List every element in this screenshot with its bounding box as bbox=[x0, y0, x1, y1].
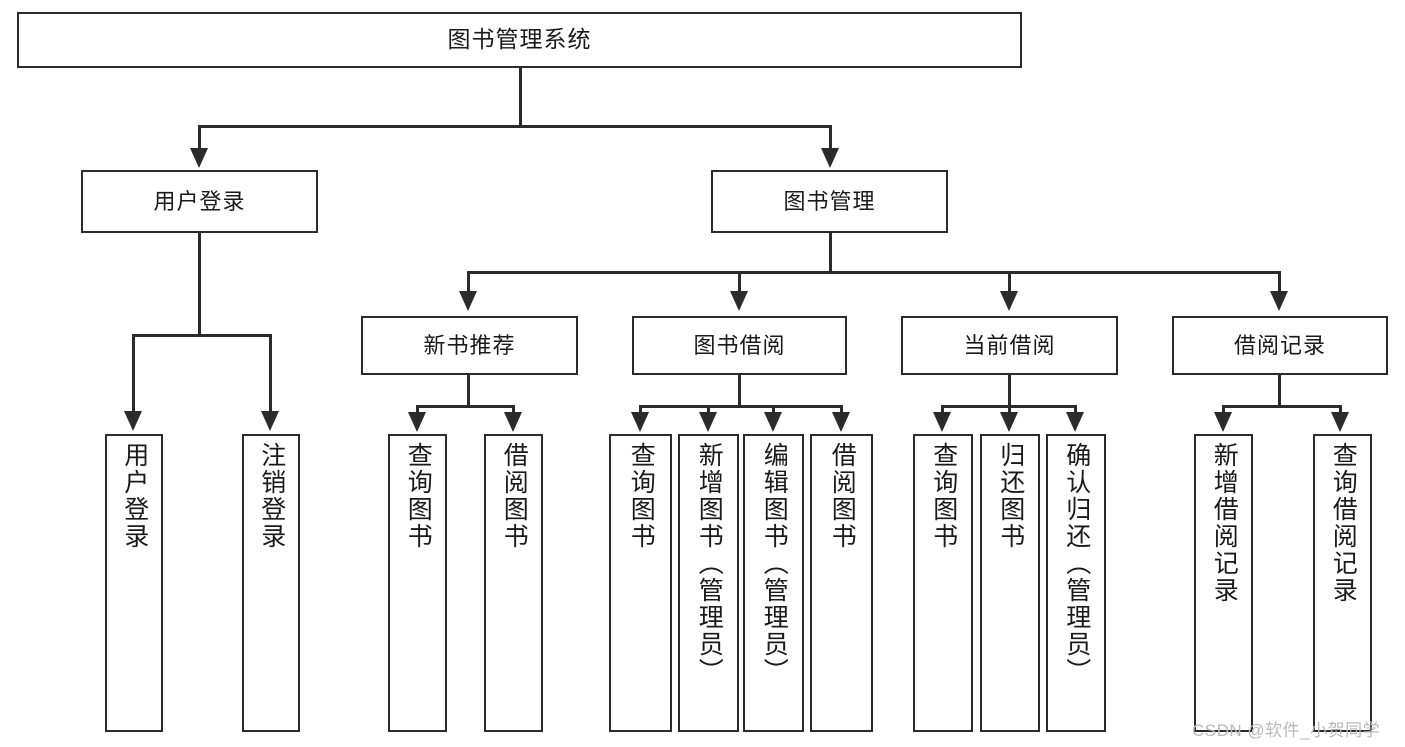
arrowhead-book-borrow bbox=[730, 291, 748, 311]
connector-root-stem bbox=[519, 67, 522, 127]
connector-level2-bus bbox=[198, 125, 832, 128]
node-leaf-borrow-book-1-label: 借阅图书 bbox=[500, 442, 529, 550]
arrowhead-book-manage bbox=[821, 148, 839, 168]
node-leaf-add-record-label: 新增借阅记录 bbox=[1210, 442, 1239, 604]
node-leaf-borrow-book-1[interactable]: 借阅图书 bbox=[484, 434, 543, 732]
connector-borrow-record-stem bbox=[1278, 375, 1281, 407]
node-borrow-record[interactable]: 借阅记录 bbox=[1172, 316, 1388, 375]
node-borrow-record-label: 借阅记录 bbox=[1233, 332, 1326, 358]
arrowhead-leaf-add-record bbox=[1214, 412, 1232, 432]
node-leaf-return-book-label: 归还图书 bbox=[996, 442, 1025, 550]
arrowhead-leaf-user-login bbox=[124, 411, 142, 431]
connector-book-manage-stem bbox=[829, 233, 832, 273]
node-new-book-recommend-label: 新书推荐 bbox=[423, 332, 516, 358]
node-leaf-edit-book-label: 编辑图书（管理员） bbox=[760, 442, 789, 685]
arrowhead-leaf-user-logout bbox=[261, 411, 279, 431]
connector-to-leaf-borrow-book-2 bbox=[840, 405, 843, 415]
connector-book-borrow-stem bbox=[738, 375, 741, 407]
node-leaf-user-login[interactable]: 用户登录 bbox=[105, 434, 163, 732]
node-leaf-add-book[interactable]: 新增图书（管理员） bbox=[678, 434, 739, 732]
node-leaf-add-record[interactable]: 新增借阅记录 bbox=[1194, 434, 1253, 732]
node-leaf-user-login-label: 用户登录 bbox=[120, 442, 149, 550]
connector-to-current-borrow bbox=[1008, 271, 1011, 293]
connector-new-book-recommend-bus bbox=[416, 405, 515, 408]
connector-to-leaf-confirm-return bbox=[1074, 405, 1077, 415]
node-leaf-query-book-1-label: 查询图书 bbox=[404, 442, 433, 550]
arrowhead-borrow-record bbox=[1270, 291, 1288, 311]
connector-to-leaf-user-login bbox=[132, 334, 135, 413]
arrowhead-leaf-query-book-3 bbox=[933, 412, 951, 432]
node-leaf-borrow-book-2[interactable]: 借阅图书 bbox=[810, 434, 873, 732]
node-current-borrow-label: 当前借阅 bbox=[963, 332, 1056, 358]
connector-to-leaf-query-book-3 bbox=[941, 405, 944, 415]
node-leaf-edit-book[interactable]: 编辑图书（管理员） bbox=[743, 434, 804, 732]
connector-to-leaf-edit-book bbox=[772, 405, 775, 415]
connector-to-user-login bbox=[198, 125, 201, 150]
node-leaf-query-book-2[interactable]: 查询图书 bbox=[609, 434, 672, 732]
node-leaf-query-book-3[interactable]: 查询图书 bbox=[913, 434, 973, 732]
node-root[interactable]: 图书管理系统 bbox=[17, 12, 1022, 68]
node-user-login[interactable]: 用户登录 bbox=[81, 170, 318, 233]
arrowhead-leaf-add-book bbox=[699, 412, 717, 432]
arrowhead-leaf-return-book bbox=[1000, 412, 1018, 432]
connector-user-login-stem bbox=[198, 233, 201, 336]
node-leaf-return-book[interactable]: 归还图书 bbox=[980, 434, 1040, 732]
connector-to-leaf-return-book bbox=[1008, 405, 1011, 415]
node-root-label: 图书管理系统 bbox=[447, 26, 592, 53]
connector-to-leaf-borrow-book-1 bbox=[512, 405, 515, 415]
arrowhead-user-login bbox=[190, 148, 208, 168]
connector-to-leaf-user-logout bbox=[269, 334, 272, 413]
connector-to-leaf-query-record bbox=[1339, 405, 1342, 415]
connector-to-leaf-query-book-2 bbox=[639, 405, 642, 415]
node-leaf-user-logout-label: 注销登录 bbox=[257, 442, 286, 550]
node-leaf-add-book-label: 新增图书（管理员） bbox=[695, 442, 724, 685]
connector-to-borrow-record bbox=[1278, 271, 1281, 293]
arrowhead-leaf-borrow-book-2 bbox=[832, 412, 850, 432]
arrowhead-leaf-query-book-1 bbox=[408, 412, 426, 432]
connector-user-login-bus bbox=[132, 334, 272, 337]
arrowhead-leaf-borrow-book-1 bbox=[504, 412, 522, 432]
connector-to-book-manage bbox=[829, 125, 832, 150]
node-leaf-confirm-return-label: 确认归还（管理员） bbox=[1062, 442, 1091, 685]
connector-borrow-record-bus bbox=[1222, 405, 1342, 408]
arrowhead-leaf-query-record bbox=[1331, 412, 1349, 432]
node-leaf-user-logout[interactable]: 注销登录 bbox=[242, 434, 300, 732]
node-leaf-query-book-1[interactable]: 查询图书 bbox=[388, 434, 447, 732]
arrowhead-leaf-confirm-return bbox=[1066, 412, 1084, 432]
node-book-manage-label: 图书管理 bbox=[783, 188, 876, 214]
arrowhead-leaf-edit-book bbox=[764, 412, 782, 432]
arrowhead-current-borrow bbox=[1000, 291, 1018, 311]
node-leaf-query-record[interactable]: 查询借阅记录 bbox=[1313, 434, 1372, 732]
connector-current-borrow-stem bbox=[1008, 375, 1011, 407]
connector-new-book-recommend-stem bbox=[467, 375, 470, 407]
node-book-borrow[interactable]: 图书借阅 bbox=[632, 316, 847, 375]
arrowhead-new-book-recommend bbox=[459, 291, 477, 311]
connector-to-leaf-add-record bbox=[1222, 405, 1225, 415]
node-leaf-query-book-3-label: 查询图书 bbox=[929, 442, 958, 550]
node-book-manage[interactable]: 图书管理 bbox=[711, 170, 948, 233]
connector-to-new-book-recommend bbox=[467, 271, 470, 293]
node-book-borrow-label: 图书借阅 bbox=[693, 332, 786, 358]
node-current-borrow[interactable]: 当前借阅 bbox=[901, 316, 1118, 375]
arrowhead-leaf-query-book-2 bbox=[631, 412, 649, 432]
node-leaf-borrow-book-2-label: 借阅图书 bbox=[828, 442, 857, 550]
node-user-login-label: 用户登录 bbox=[153, 188, 246, 214]
csdn-watermark: CSDN @软件_小贺同学 bbox=[1192, 721, 1381, 740]
connector-book-borrow-bus bbox=[639, 405, 843, 408]
connector-level3-bus bbox=[467, 271, 1281, 274]
node-leaf-query-record-label: 查询借阅记录 bbox=[1329, 442, 1358, 604]
connector-to-leaf-add-book bbox=[707, 405, 710, 415]
connector-to-book-borrow bbox=[738, 271, 741, 293]
node-leaf-query-book-2-label: 查询图书 bbox=[627, 442, 656, 550]
node-new-book-recommend[interactable]: 新书推荐 bbox=[361, 316, 578, 375]
node-leaf-confirm-return[interactable]: 确认归还（管理员） bbox=[1046, 434, 1106, 732]
connector-to-leaf-query-book-1 bbox=[416, 405, 419, 415]
